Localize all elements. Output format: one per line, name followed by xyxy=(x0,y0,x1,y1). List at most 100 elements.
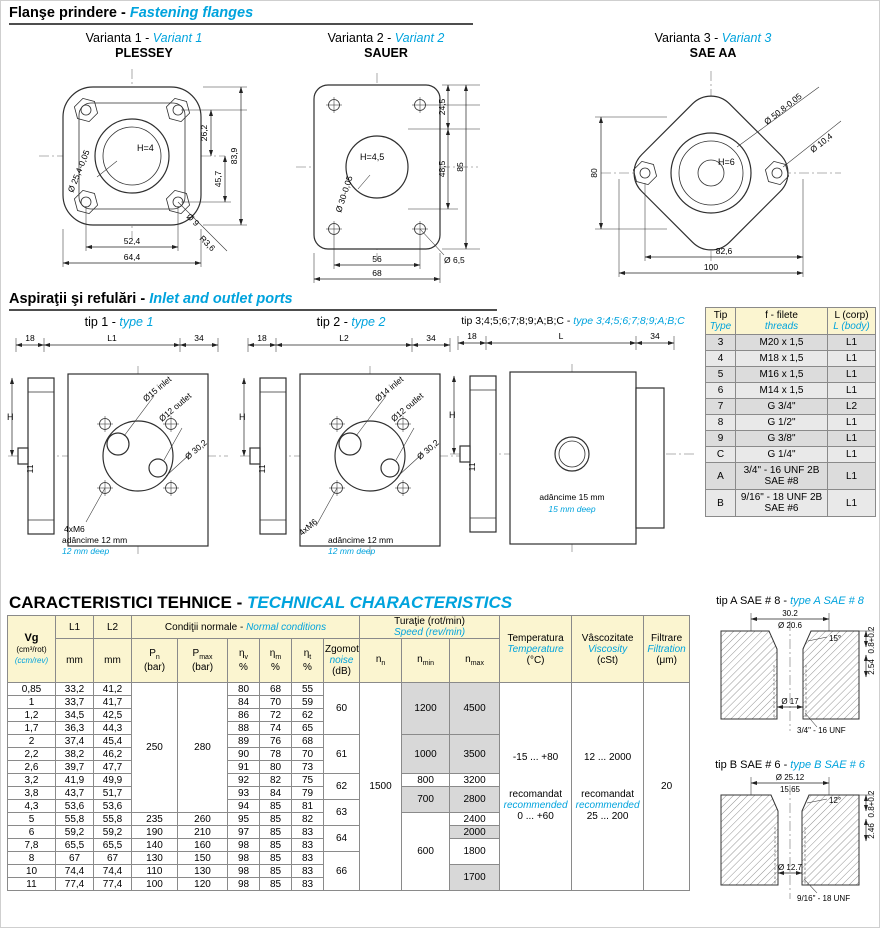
dim-label: 45,7 xyxy=(213,170,223,187)
table-cell: 98 xyxy=(227,877,260,891)
table-cell: 5 xyxy=(705,366,736,383)
table-cell: 280 xyxy=(177,682,228,813)
thread-label: 3/4" - 16 UNF xyxy=(797,726,846,735)
dim-label: Ø 25.12 xyxy=(776,773,805,782)
dim-label: 34 xyxy=(650,331,660,341)
table-cell: 74 xyxy=(259,721,292,735)
table-cell: M16 x 1,5 xyxy=(735,366,828,383)
nn-cell: 1500 xyxy=(359,682,403,891)
dimension-lines xyxy=(750,613,873,728)
port-type-2-caption: tip 2 - type 2 xyxy=(316,315,386,329)
dim-label: Ø 20.6 xyxy=(778,621,803,630)
dimension-lines xyxy=(451,335,675,480)
dim-label: 80 xyxy=(589,168,599,178)
table-cell: 63 xyxy=(322,799,361,826)
h-label: H=4,5 xyxy=(360,152,384,162)
flange-outline xyxy=(62,86,202,226)
inlet-port xyxy=(106,432,130,456)
thread-label: 9/16" - 18 UNF xyxy=(797,894,850,903)
h-dim-label: H xyxy=(449,410,456,420)
table-cell: 6 xyxy=(7,825,56,839)
table-cell: 92 xyxy=(227,773,260,787)
table-cell: 73 xyxy=(291,760,324,774)
sae-a-title: tip A SAE # 8 - type A SAE # 8 xyxy=(716,595,864,607)
table-cell: G 3/4" xyxy=(735,398,828,415)
variant-3-brand: SAE AA xyxy=(689,46,737,60)
dim-label: 2.46 xyxy=(867,823,876,839)
table-cell: 59,2 xyxy=(93,825,132,839)
table-cell: 53,6 xyxy=(93,799,132,813)
bore-dim-label: Ø 12.7 xyxy=(778,863,803,872)
table-cell: 160 xyxy=(177,838,228,852)
pump-side-view xyxy=(469,374,497,533)
table-cell: A xyxy=(705,462,736,490)
pilot-circle xyxy=(334,420,406,492)
header-normal-conditions: Condiţii normale - Normal conditions xyxy=(130,615,361,639)
table-cell: M18 x 1,5 xyxy=(735,350,828,367)
table-cell: G 3/8" xyxy=(735,430,828,447)
section-cut xyxy=(801,794,860,886)
table-cell: 34,5 xyxy=(55,708,94,722)
sae-a-drawing: 30.2 Ø 20.6 15° 0.8+0.2 2.54 Ø 17 3/4" -… xyxy=(720,609,876,735)
table-cell: 83 xyxy=(291,851,324,865)
sae-a-section: tip A SAE # 8 - type A SAE # 8 30.2 Ø 20… xyxy=(701,595,879,735)
sae-b-drawing: Ø 25.12 15.65 12° 0.8+0.2 2.46 Ø 12.7 9/… xyxy=(720,773,876,903)
table-cell: L1 xyxy=(827,446,876,463)
table-cell: 7 xyxy=(705,398,736,415)
table-cell: 62 xyxy=(291,708,324,722)
table-cell: 10 xyxy=(7,864,56,878)
port-face-view xyxy=(67,373,209,547)
table-cell: 43,7 xyxy=(55,786,94,800)
dim-label: 56 xyxy=(372,254,382,264)
pilot-circle xyxy=(94,118,170,194)
table-cell: 2000 xyxy=(449,825,501,839)
dim-label: 30.2 xyxy=(782,609,798,618)
table-cell: 3200 xyxy=(449,773,501,787)
header-pn: Pn(bar) xyxy=(131,638,178,683)
outlet-port xyxy=(148,458,168,478)
table-cell: 6 xyxy=(705,382,736,399)
table-cell: 85 xyxy=(259,877,292,891)
table-cell: 79 xyxy=(291,786,324,800)
dim-label: 15.65 xyxy=(780,785,801,794)
table-cell: 83 xyxy=(291,864,324,878)
variant-1-brand: PLESSEY xyxy=(115,46,173,60)
table-cell: 190 xyxy=(131,825,178,839)
table-cell: 65,5 xyxy=(55,838,94,852)
table-cell: L1 xyxy=(827,382,876,399)
table-cell: G 1/2" xyxy=(735,414,828,431)
dim-label: 18 xyxy=(25,333,35,343)
plessey-flange-drawing: H=4 Ø 25,4-0,05 26,2 45,7 83,9 52,4 64,4… xyxy=(39,69,247,267)
header-l1-unit: mm xyxy=(55,638,94,683)
table-cell: 2,2 xyxy=(7,747,56,761)
table-cell: 3,8 xyxy=(7,786,56,800)
table-cell: 72 xyxy=(259,708,292,722)
table-cell: 98 xyxy=(227,851,260,865)
sae-aa-flange-drawing: H=6 Ø 50,8-0,05 Ø 10,4 80 82,6 100 xyxy=(589,71,841,277)
table-cell: 85 xyxy=(259,799,292,813)
rear-cover-view xyxy=(635,386,665,529)
table-cell: 130 xyxy=(177,864,228,878)
table-cell: 85 xyxy=(259,864,292,878)
table-cell: 46,2 xyxy=(93,747,132,761)
table-cell: 39,7 xyxy=(55,760,94,774)
dim-label: 18 xyxy=(467,331,477,341)
table-cell: M14 x 1,5 xyxy=(735,382,828,399)
header-l2-unit: mm xyxy=(93,638,132,683)
table-cell: 84 xyxy=(227,695,260,709)
variant-3-figure: Varianta 3 - Variant 3 SAE AA H=6 Ø 50,8… xyxy=(567,31,859,286)
table-cell: 67 xyxy=(55,851,94,865)
